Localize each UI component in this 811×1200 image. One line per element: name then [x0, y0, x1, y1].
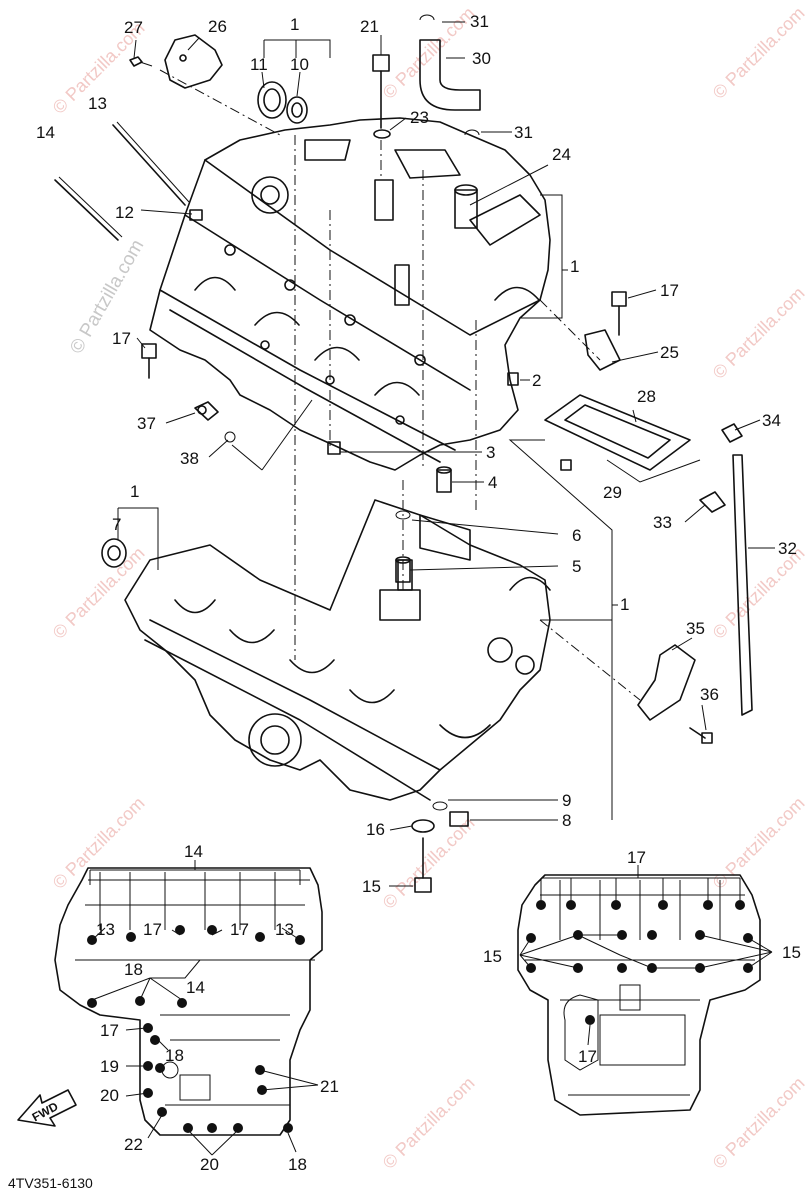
- callout-9: 9: [562, 791, 571, 810]
- callout-32: 32: [778, 539, 797, 558]
- lower-crankcase: [124, 499, 551, 801]
- assembly-lines: [159, 69, 641, 701]
- callout-21: 21: [360, 17, 379, 36]
- watermark-text: © Partzilla.com: [709, 3, 809, 103]
- callout-34: 34: [762, 411, 781, 430]
- callout-1-d: 1: [620, 595, 629, 614]
- watermark-text: © Partzilla.com: [379, 813, 479, 913]
- callout-12: 12: [115, 203, 134, 222]
- callout-11: 11: [250, 55, 268, 74]
- callout-20: 20: [100, 1086, 119, 1105]
- fwd-arrow-icon: [17, 1089, 77, 1127]
- callout-15: 15: [362, 877, 381, 896]
- fwd-label: FWD: [30, 1099, 61, 1124]
- callout-17-f: 17: [627, 848, 646, 867]
- callout-13: 13: [88, 94, 107, 113]
- callout-25: 25: [660, 343, 679, 362]
- upper-crankcase: [149, 117, 551, 471]
- watermarks: © Partzilla.com © Partzilla.com © Partzi…: [49, 3, 809, 1173]
- callout-1: 1: [290, 15, 299, 34]
- callout-10: 10: [290, 55, 309, 74]
- callout-20-b: 20: [200, 1155, 219, 1174]
- callout-17-e: 17: [100, 1021, 119, 1040]
- callout-15-c: 15: [782, 943, 801, 962]
- callout-numbers: 1 27 26 11 10 21 31 30 23 31 24 13 14 12…: [36, 12, 801, 1174]
- callout-24: 24: [552, 145, 571, 164]
- callout-22: 22: [124, 1135, 143, 1154]
- callout-18: 18: [124, 960, 143, 979]
- callout-36: 36: [700, 685, 719, 704]
- callout-29: 29: [603, 483, 622, 502]
- callout-14: 14: [36, 123, 55, 142]
- callout-6: 6: [572, 526, 581, 545]
- callout-38: 38: [180, 449, 199, 468]
- callout-31: 31: [470, 12, 489, 31]
- callout-1-b: 1: [570, 257, 579, 276]
- leader-lines: [117, 21, 775, 887]
- callout-30: 30: [472, 49, 491, 68]
- watermark-text: © Partzilla.com: [49, 793, 149, 893]
- callout-23: 23: [410, 108, 429, 127]
- callout-17-b: 17: [660, 281, 679, 300]
- callout-4: 4: [488, 473, 497, 492]
- callout-17-c: 17: [143, 920, 162, 939]
- bottom-view-right: [517, 865, 773, 1116]
- callout-19: 19: [100, 1057, 119, 1076]
- callout-14-b: 14: [184, 842, 203, 861]
- callout-3: 3: [486, 443, 495, 462]
- callout-28: 28: [637, 387, 656, 406]
- callout-7: 7: [112, 515, 121, 534]
- callout-8: 8: [562, 811, 571, 830]
- small-parts: [54, 14, 753, 893]
- forward-arrow: FWD: [17, 1089, 77, 1127]
- watermark-text: © Partzilla.com: [379, 3, 479, 103]
- callout-15-b: 15: [483, 947, 502, 966]
- callout-17-g: 17: [578, 1047, 597, 1066]
- watermark-text: © Partzilla.com: [66, 236, 148, 357]
- callout-33: 33: [653, 513, 672, 532]
- watermark-text: © Partzilla.com: [49, 543, 149, 643]
- callout-26: 26: [208, 17, 227, 36]
- callout-31-b: 31: [514, 123, 533, 142]
- watermark-text: © Partzilla.com: [709, 283, 809, 383]
- callout-18-c: 18: [288, 1155, 307, 1174]
- callout-5: 5: [572, 557, 581, 576]
- callout-35: 35: [686, 619, 705, 638]
- watermark-text: © Partzilla.com: [379, 1073, 479, 1173]
- callout-17-d: 17: [230, 920, 249, 939]
- bottom-view-left: [54, 860, 323, 1156]
- callout-14-c: 14: [186, 978, 205, 997]
- callout-21-b: 21: [320, 1077, 339, 1096]
- callout-13-c: 13: [275, 920, 294, 939]
- callout-13-b: 13: [96, 920, 115, 939]
- callout-18-b: 18: [165, 1046, 184, 1065]
- callout-37: 37: [137, 414, 156, 433]
- diagram-code: 4TV351-6130: [8, 1175, 93, 1191]
- callout-27: 27: [124, 18, 143, 37]
- callout-16: 16: [366, 820, 385, 839]
- callout-17: 17: [112, 329, 131, 348]
- callout-1-c: 1: [130, 482, 139, 501]
- callout-2: 2: [532, 371, 541, 390]
- watermark-text: © Partzilla.com: [709, 1073, 809, 1173]
